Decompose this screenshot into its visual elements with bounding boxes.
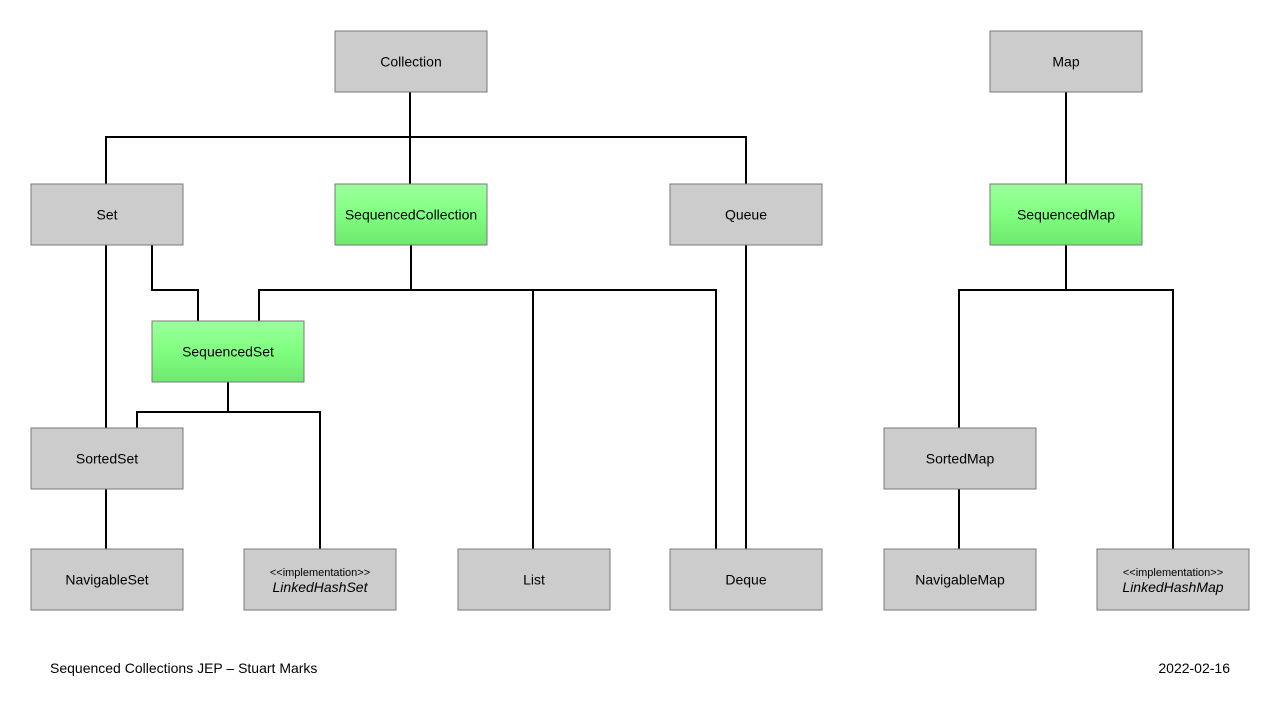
node-set: Set [30, 183, 184, 246]
node-navigable-map: NavigableMap [883, 548, 1037, 611]
node-navigable-set: NavigableSet [30, 548, 184, 611]
node-label-sequenced-map: SequencedMap [1017, 207, 1115, 223]
node-deque: Deque [669, 548, 823, 611]
node-label-map: Map [1052, 54, 1079, 70]
node-label-navigable-map: NavigableMap [915, 572, 1005, 588]
node-box-collection [334, 30, 488, 93]
node-stereotype-linked-hash-map: <<implementation>> [1123, 567, 1223, 579]
node-box-sorted-map [883, 427, 1037, 490]
node-sorted-map: SortedMap [883, 427, 1037, 490]
edge-set-to-sequenced-set [151, 245, 199, 321]
edge-sequenced-map-to-linked-hash-map [1066, 289, 1174, 549]
edge-sequenced-collection-to-sequenced-set [258, 245, 412, 321]
node-queue: Queue [669, 183, 823, 246]
node-sequenced-set: SequencedSet [151, 320, 305, 383]
node-label-linked-hash-set: LinkedHashSet [273, 579, 369, 595]
edge-collection-to-set [105, 92, 411, 184]
node-collection: Collection [334, 30, 488, 93]
node-linked-hash-map: <<implementation>>LinkedHashMap [1096, 548, 1250, 611]
node-label-sequenced-set: SequencedSet [182, 344, 274, 360]
node-label-sorted-map: SortedMap [926, 451, 995, 467]
node-box-linked-hash-map [1096, 548, 1250, 611]
edge-collection-to-queue [410, 136, 747, 184]
node-label-set: Set [96, 207, 117, 223]
node-box-sequenced-map [989, 183, 1143, 246]
node-sequenced-collection: SequencedCollection [334, 183, 488, 246]
node-box-set [30, 183, 184, 246]
node-box-sequenced-collection [334, 183, 488, 246]
node-box-map [989, 30, 1143, 93]
node-label-deque: Deque [725, 572, 766, 588]
node-label-sorted-set: SortedSet [76, 451, 138, 467]
node-label-collection: Collection [380, 54, 441, 70]
node-sequenced-map: SequencedMap [989, 183, 1143, 246]
node-label-list: List [523, 572, 545, 588]
edges-layer [105, 92, 1174, 549]
node-box-linked-hash-set [243, 548, 397, 611]
edge-sequenced-collection-to-list [411, 289, 534, 549]
node-linked-hash-set: <<implementation>>LinkedHashSet [243, 548, 397, 611]
node-box-list [457, 548, 611, 611]
node-map: Map [989, 30, 1143, 93]
node-box-sequenced-set [151, 320, 305, 383]
node-label-navigable-set: NavigableSet [65, 572, 148, 588]
node-box-sorted-set [30, 427, 184, 490]
footer-date: 2022-02-16 [1158, 660, 1230, 676]
node-box-deque [669, 548, 823, 611]
node-stereotype-linked-hash-set: <<implementation>> [270, 567, 370, 579]
node-box-queue [669, 183, 823, 246]
footer-title: Sequenced Collections JEP – Stuart Marks [50, 660, 318, 676]
node-sorted-set: SortedSet [30, 427, 184, 490]
edge-sequenced-set-to-sorted-set [136, 382, 229, 428]
node-list: List [457, 548, 611, 611]
edge-sequenced-set-to-linked-hash-set [228, 411, 321, 549]
node-box-navigable-map [883, 548, 1037, 611]
edge-sequenced-collection-to-deque [533, 289, 717, 549]
node-box-navigable-set [30, 548, 184, 611]
node-label-sequenced-collection: SequencedCollection [345, 207, 477, 223]
node-label-linked-hash-map: LinkedHashMap [1122, 579, 1223, 595]
node-label-queue: Queue [725, 207, 767, 223]
edge-sequenced-map-to-sorted-map [958, 245, 1067, 428]
